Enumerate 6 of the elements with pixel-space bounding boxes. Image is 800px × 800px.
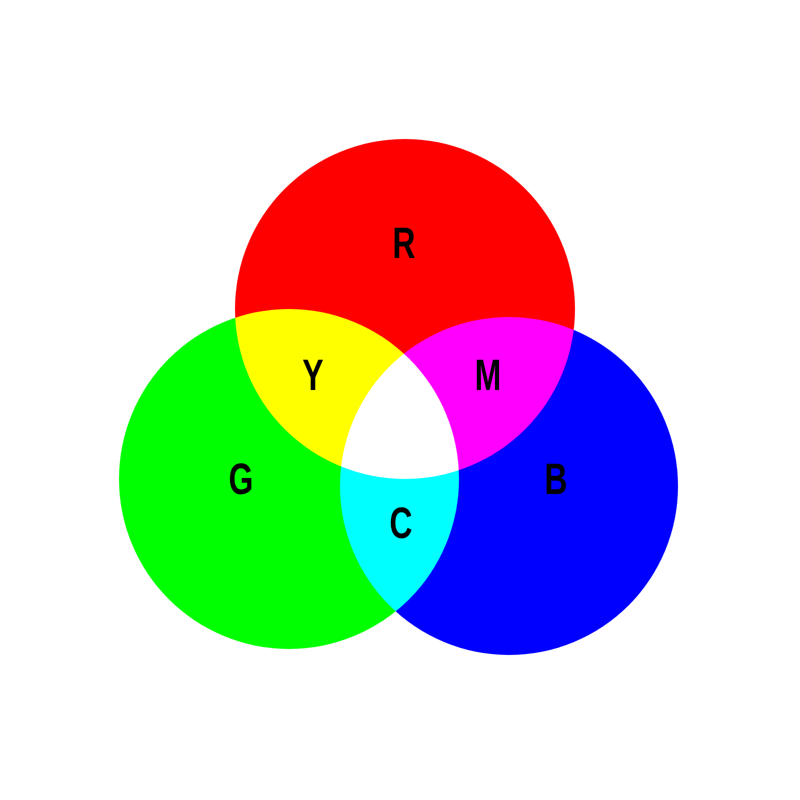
color-letter: R <box>392 222 416 266</box>
color-letter: C <box>390 502 412 546</box>
color-letter: M <box>474 354 502 398</box>
color-letter: B <box>544 458 568 502</box>
color-letter: G <box>228 458 254 502</box>
color-letter: Y <box>302 354 324 398</box>
